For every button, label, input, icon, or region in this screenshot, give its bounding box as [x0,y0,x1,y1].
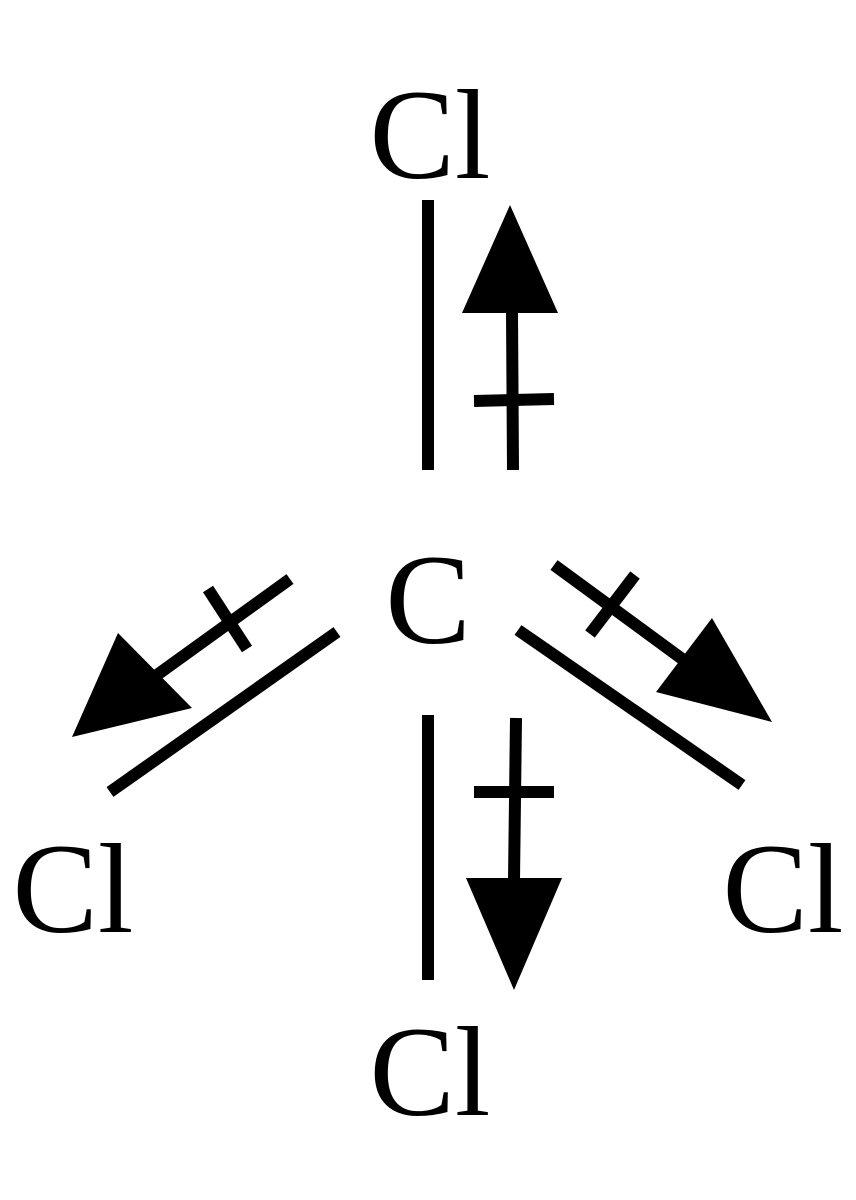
dipole-arrow-top [462,205,558,471]
atom-cl-left: Cl [13,818,134,960]
atom-cl-top: Cl [370,64,491,206]
atom-cl-right: Cl [723,818,844,960]
bond-right [514,625,746,790]
dipole-arrow-left [72,574,294,737]
dipole-arrow-bottom [466,717,562,990]
atom-cl-bottom: Cl [370,1001,491,1143]
bond-left [106,627,341,797]
dipole-arrow-right [550,560,772,722]
atom-c-center: C [385,529,470,671]
